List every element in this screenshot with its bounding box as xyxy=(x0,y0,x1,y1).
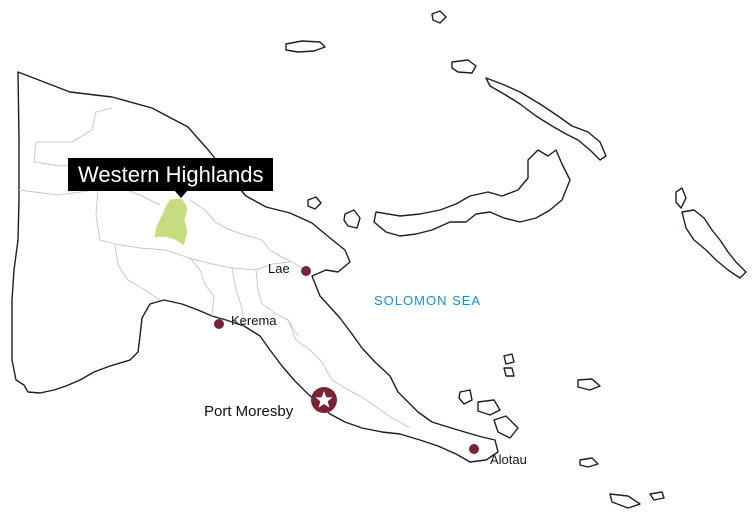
city-marker-lae[interactable] xyxy=(301,266,311,276)
island-new-britain xyxy=(373,149,571,237)
capital-marker-port-moresby[interactable] xyxy=(311,387,337,413)
city-label-kerema: Kerema xyxy=(231,313,277,328)
island-new-ireland xyxy=(485,77,607,161)
region-callout: Western Highlands xyxy=(68,158,274,191)
sea-label: SOLOMON SEA xyxy=(374,293,481,308)
city-marker-alotau[interactable] xyxy=(469,444,479,454)
island-manus xyxy=(285,40,326,53)
city-label-lae: Lae xyxy=(268,261,290,276)
city-label-port-moresby: Port Moresby xyxy=(204,403,294,420)
city-marker-kerema[interactable] xyxy=(214,319,224,329)
city-label-alotau: Alotau xyxy=(490,452,527,467)
region-western-highlands[interactable] xyxy=(153,197,189,247)
region-callout-pointer xyxy=(174,190,188,198)
star-icon xyxy=(315,391,333,408)
island-bougainville xyxy=(681,209,747,279)
